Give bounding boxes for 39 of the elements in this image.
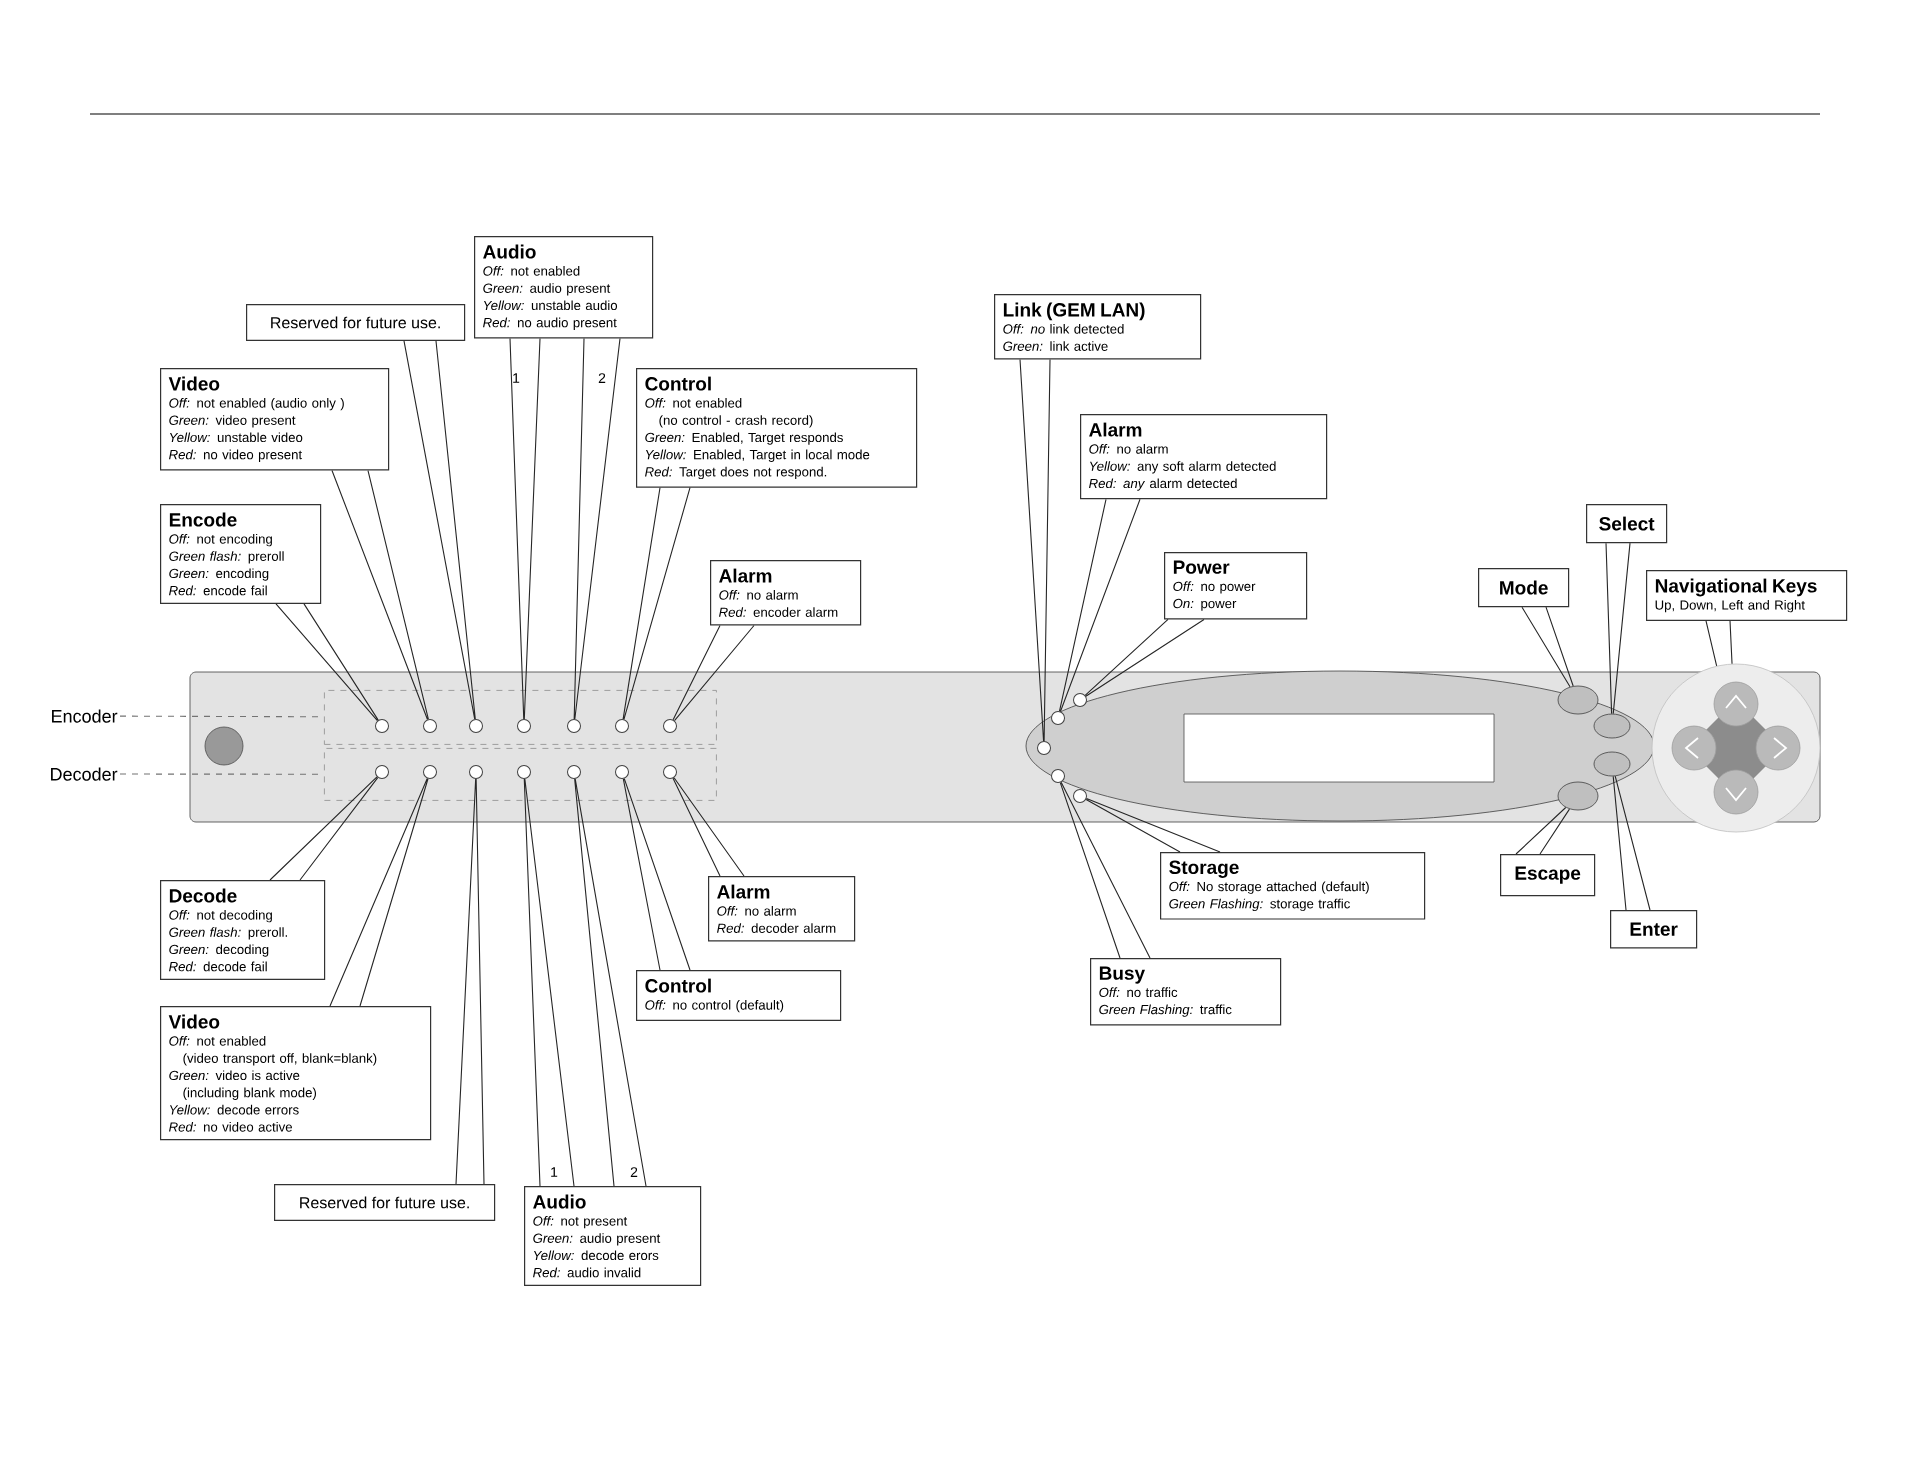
panel-button [1557, 781, 1599, 811]
leader-line [1605, 542, 1631, 715]
callout-box: Reserved for future use. [246, 304, 466, 341]
leader-line [574, 778, 647, 1187]
leader-line [331, 469, 429, 720]
callout-box: Reserved for future use. [274, 1184, 496, 1221]
navigation-keypad [1651, 663, 1821, 833]
leader-line [509, 337, 541, 720]
leader-line [1705, 620, 1733, 667]
callout-box: Select [1586, 504, 1668, 544]
leader-line [1084, 618, 1205, 697]
leader-line [1521, 606, 1574, 688]
group-outline [324, 748, 717, 801]
leader-line [269, 776, 379, 881]
leader-line [573, 337, 621, 720]
panel-button [1593, 713, 1631, 739]
leader-line [1058, 498, 1141, 712]
leader-line [1515, 806, 1570, 855]
panel-button [1593, 751, 1631, 777]
leader-line [403, 340, 476, 720]
callout-box: Escape [1500, 854, 1596, 897]
side-label: Decoder [51, 767, 118, 781]
side-label: Encoder [52, 709, 118, 723]
leader-line [1085, 798, 1221, 853]
leader-line [1612, 775, 1651, 911]
callout-box: Mode [1478, 568, 1570, 608]
leader-line [523, 778, 575, 1187]
leader-line [672, 624, 755, 722]
leader-line [275, 603, 379, 722]
panel-button [1557, 685, 1599, 715]
leader-line [455, 778, 485, 1185]
leader-line [1059, 781, 1151, 959]
leader-line [622, 778, 691, 971]
leader-line [1019, 358, 1051, 742]
leader-line [622, 487, 691, 720]
leader-line [329, 777, 429, 1007]
leader-line [672, 777, 745, 877]
callout-box: Enter [1610, 910, 1698, 949]
group-outline [324, 690, 717, 745]
